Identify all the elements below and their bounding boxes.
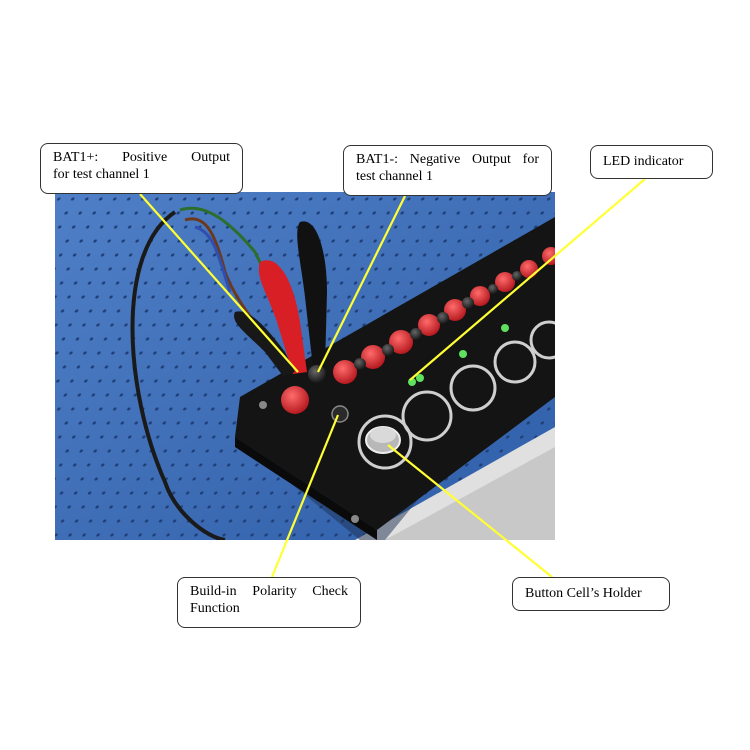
callout-bat1-negative-line1: BAT1-: Negative Output for (356, 152, 539, 167)
callout-led-indicator-text: LED indicator (603, 154, 684, 169)
callout-polarity-check: Build-in Polarity Check Function (177, 577, 361, 628)
callout-bat1-positive-line2: for test channel 1 (53, 167, 150, 182)
callout-bat1-negative: BAT1-: Negative Output for test channel … (343, 145, 552, 196)
callout-polarity-check-line2: Function (190, 601, 240, 616)
product-photo (55, 192, 555, 540)
callout-button-cell-holder-text: Button Cell’s Holder (525, 586, 642, 601)
callout-bat1-positive: BAT1+: Positive Output for test channel … (40, 143, 243, 194)
callout-bat1-positive-line1: BAT1+: Positive Output (53, 150, 230, 165)
callout-button-cell-holder: Button Cell’s Holder (512, 577, 670, 611)
callout-led-indicator: LED indicator (590, 145, 713, 179)
polarity-check-button (331, 405, 349, 423)
callout-polarity-check-line1: Build-in Polarity Check (190, 584, 348, 599)
tester-board-illustration (55, 192, 555, 540)
callout-bat1-negative-line2: test channel 1 (356, 169, 433, 184)
